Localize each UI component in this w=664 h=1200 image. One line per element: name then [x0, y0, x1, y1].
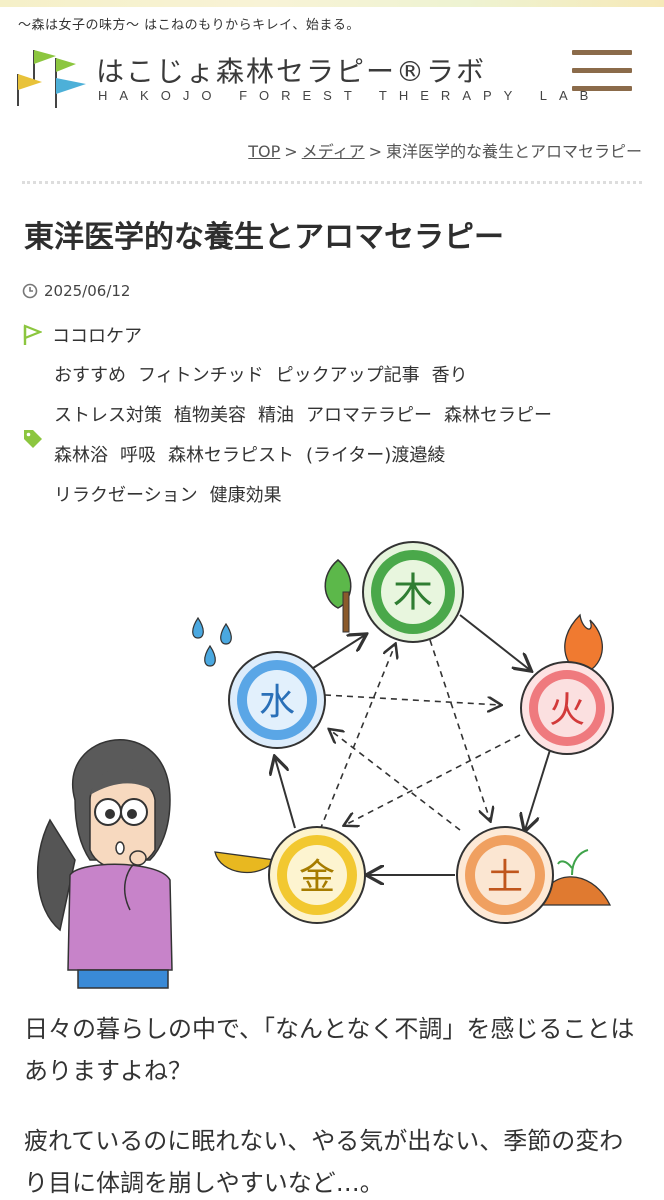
element-water: 水 — [228, 651, 326, 749]
breadcrumb-current: 東洋医学的な養生とアロマセラピー — [385, 142, 642, 161]
water-drop-icon — [192, 616, 204, 639]
svg-text:水: 水 — [259, 682, 295, 723]
tag-link[interactable]: 森林セラピスト — [168, 445, 294, 466]
control-arrow — [429, 639, 490, 820]
element-wood: 木 — [362, 541, 464, 643]
five-elements-illustration: 木 火 土 金 水 — [36, 541, 614, 989]
tag-icon — [24, 430, 42, 448]
element-metal: 金 — [268, 826, 366, 924]
cycle-arrow — [275, 758, 296, 829]
tag-list: おすすめフィトンチッドピックアップ記事香り ストレス対策植物美容精油アロマテラピ… — [54, 356, 654, 516]
article-paragraph: 日々の暮らしの中で、「なんとなく不調」を感じることはありますよね？ — [24, 1015, 635, 1085]
control-arrow — [319, 645, 395, 831]
svg-text:火: 火 — [549, 690, 585, 731]
site-logo[interactable]: はこじょ森林セラピー®ラボ HAKOJO FOREST THERAPY LAB — [14, 44, 588, 114]
tag-link[interactable]: 精油 — [258, 405, 294, 426]
top-decor-strip — [0, 0, 664, 7]
control-arrow — [330, 730, 461, 831]
tag-link[interactable]: 森林浴 — [54, 445, 108, 466]
svg-text:木: 木 — [393, 570, 433, 616]
cycle-arrow — [525, 749, 551, 830]
article-category-row: ココロケア — [22, 322, 142, 348]
logo-title: はこじょ森林セラピー®ラボ — [96, 55, 487, 88]
article-paragraph: 疲れているのに眠れない、やる気が出ない、季節の変わり目に体調を崩しやすいなど…。 — [24, 1127, 624, 1197]
tag-link[interactable]: フィトンチッド — [138, 365, 264, 386]
tag-link[interactable]: アロマテラピー — [306, 405, 432, 426]
article-title: 東洋医学的な養生とアロマセラピー — [24, 220, 504, 255]
breadcrumb-media-link[interactable]: メディア — [301, 142, 365, 161]
breadcrumb: TOP>メディア>東洋医学的な養生とアロマセラピー — [248, 138, 642, 162]
bowl-icon — [214, 851, 277, 874]
tag-link[interactable]: おすすめ — [54, 365, 126, 386]
flag-icon — [23, 324, 42, 345]
element-earth: 土 — [456, 826, 554, 924]
clock-icon — [22, 283, 38, 299]
article-date-row: 2025/06/12 — [22, 282, 130, 300]
cycle-arrow — [309, 635, 365, 671]
tag-link[interactable]: 森林セラピー — [444, 405, 552, 426]
breadcrumb-separator: > — [368, 142, 382, 161]
control-arrow — [324, 694, 500, 705]
tag-link[interactable]: ピックアップ記事 — [275, 365, 420, 386]
flags-logo-icon — [17, 50, 86, 108]
tag-link[interactable]: リラクゼーション — [54, 485, 198, 506]
breadcrumb-separator: > — [284, 142, 298, 161]
element-fire: 火 — [520, 661, 614, 755]
svg-text:土: 土 — [487, 857, 523, 898]
flame-icon — [564, 613, 603, 676]
divider — [22, 181, 642, 184]
article-date: 2025/06/12 — [44, 282, 131, 300]
tag-link[interactable]: 香り — [431, 365, 468, 386]
site-tagline: 〜森は女子の味方〜 はこねのもりからキレイ、始まる。 — [18, 18, 360, 33]
breadcrumb-top-link[interactable]: TOP — [248, 142, 281, 161]
logo-subtitle: HAKOJO FOREST THERAPY LAB — [98, 88, 601, 103]
svg-text:金: 金 — [299, 857, 335, 898]
cycle-arrow — [459, 614, 530, 670]
hamburger-menu-icon[interactable] — [572, 48, 636, 98]
water-drop-icon — [204, 644, 216, 667]
category-link[interactable]: ココロケア — [52, 326, 142, 347]
tag-link[interactable]: 植物美容 — [174, 405, 246, 426]
tag-link[interactable]: ストレス対策 — [54, 405, 162, 426]
tag-link[interactable]: (ライター)渡邉綾 — [306, 445, 446, 466]
tag-link[interactable]: 健康効果 — [209, 485, 282, 506]
control-arrow — [345, 734, 521, 825]
girl-character-illustration — [36, 739, 173, 989]
water-drop-icon — [220, 622, 232, 645]
tag-link[interactable]: 呼吸 — [120, 445, 156, 466]
